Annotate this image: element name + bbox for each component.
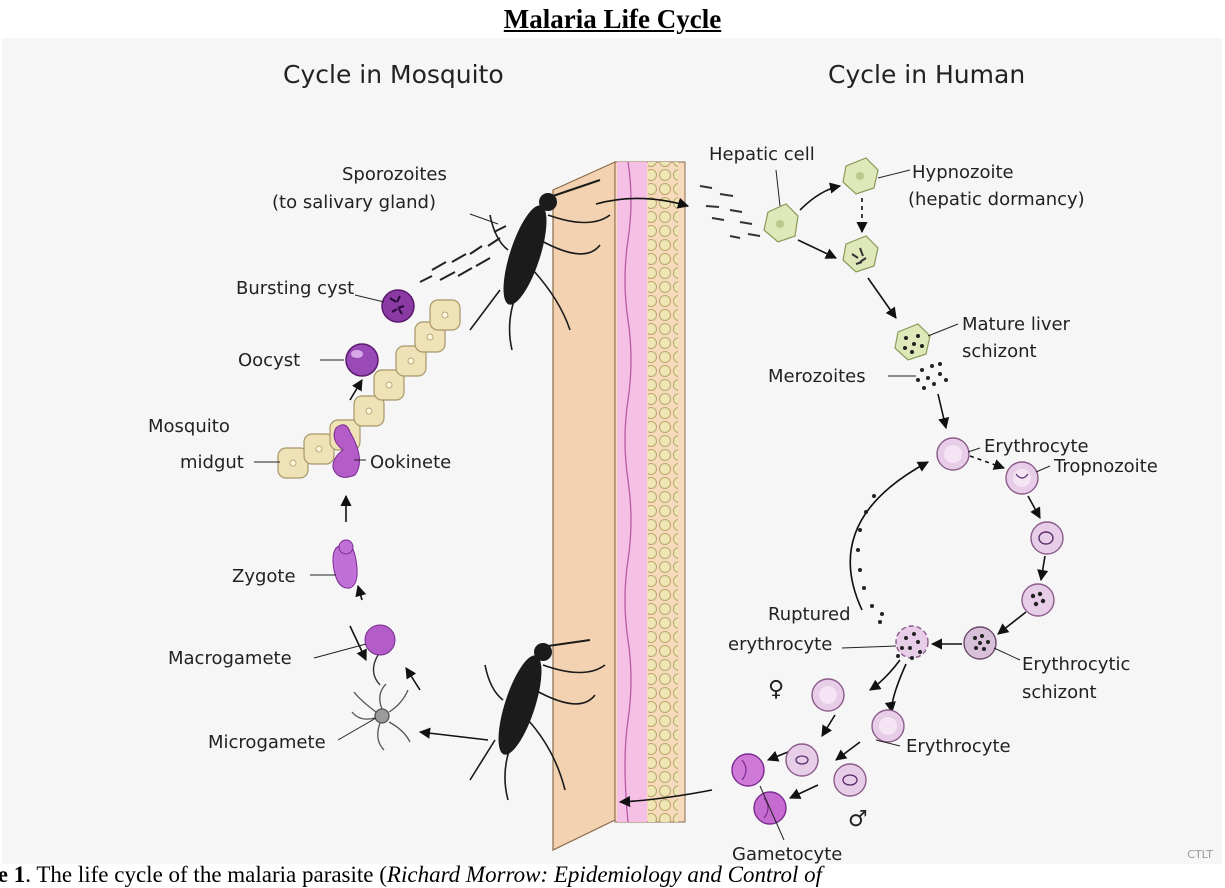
label-ruptured-2: erythrocyte [728, 634, 832, 655]
label-merozoites: Merozoites [768, 366, 866, 387]
label-macrogamete: Macrogamete [168, 648, 292, 669]
label-tropnozoite: Tropnozoite [1053, 456, 1158, 477]
sporozoites-injected [700, 186, 760, 238]
caption-text: . The life cycle of the malaria parasite… [25, 862, 387, 887]
label-zygote: Zygote [232, 566, 296, 587]
label-hypnozoite-1: Hypnozoite [912, 162, 1014, 183]
oocyst-icon [346, 344, 378, 376]
male-symbol: ♂ [848, 807, 868, 832]
label-hypnozoite-2: (hepatic dormancy) [908, 189, 1085, 210]
erythrocyte-top-icon [937, 438, 969, 470]
label-erythrocytic-schizont-1: Erythrocytic [1022, 654, 1130, 675]
label-hepatic-cell: Hepatic cell [709, 144, 815, 165]
label-erythrocytic-schizont-2: schizont [1022, 682, 1097, 703]
label-erythrocyte-top: Erythrocyte [984, 436, 1089, 457]
early-schizont-icon [1022, 584, 1054, 616]
mature-liver-schizont-icon [895, 324, 930, 360]
label-bursting-cyst: Bursting cyst [236, 278, 354, 299]
label-ookinete: Ookinete [370, 452, 451, 473]
label-mosquito-midgut-1: Mosquito [148, 416, 230, 437]
label-sporozoites-2: (to salivary gland) [272, 192, 436, 213]
zygote-icon [333, 540, 357, 588]
trophozoite-ring-icon [1031, 522, 1063, 554]
label-microgamete: Microgamete [208, 732, 326, 753]
female-gametocyte-ring-icon [786, 744, 818, 776]
ctlt-watermark: CTLT [1187, 848, 1213, 861]
mosquito-cycle-arrows [346, 380, 488, 740]
male-gametocyte-ring-icon [834, 764, 866, 796]
caption-figure-number: re 1 [0, 862, 25, 887]
tropnozoite-icon [1006, 462, 1038, 494]
hepatic-cell-icon [764, 204, 798, 242]
label-mature-liver-2: schizont [962, 341, 1037, 362]
label-sporozoites-1: Sporozoites [342, 164, 447, 185]
erythrocytic-schizont-icon [964, 627, 996, 659]
female-gametocyte-icon [732, 754, 764, 786]
label-erythrocyte-bottom: Erythrocyte [906, 736, 1011, 757]
microgamete-icon [352, 684, 410, 750]
liver-stage-arrows [798, 186, 946, 428]
female-symbol: ♀ [768, 677, 784, 702]
merozoites-dots [916, 362, 948, 390]
female-erythrocyte-icon [812, 679, 844, 711]
label-oocyst: Oocyst [238, 350, 300, 371]
caption-source: Richard Morrow: Epidemiology and Control… [387, 862, 822, 887]
label-ruptured-1: Ruptured [768, 604, 851, 625]
developing-liver-schizont-icon [843, 236, 878, 272]
figure-caption: re 1. The life cycle of the malaria para… [0, 862, 822, 888]
male-erythrocyte-icon [872, 710, 904, 742]
hypnozoite-icon [843, 158, 878, 194]
skin-layer [553, 162, 685, 850]
ruptured-erythrocyte-icon [896, 626, 928, 660]
macrogamete-icon [365, 625, 395, 685]
bursting-cyst-icon [382, 290, 414, 322]
label-mosquito-midgut-2: midgut [180, 452, 244, 473]
label-mature-liver-1: Mature liver [962, 314, 1071, 335]
sporozoite-streaks [420, 226, 506, 282]
